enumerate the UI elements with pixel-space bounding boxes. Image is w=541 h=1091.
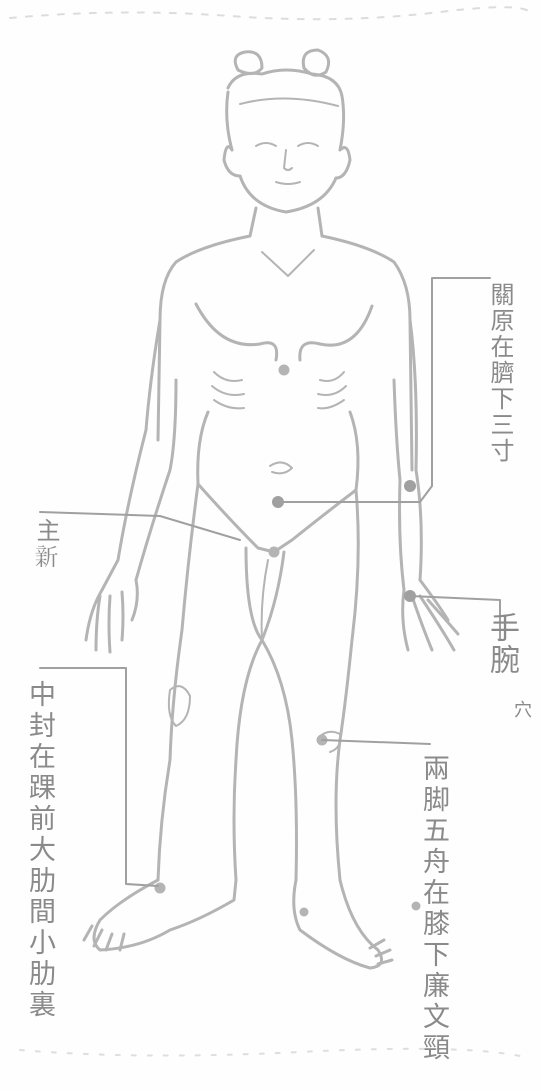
head: [224, 50, 350, 212]
label-guanyuan: 關原在臍下三寸: [488, 282, 512, 464]
label-shouwan: 手腕: [486, 612, 516, 676]
label-zhuzhi: 主𣂺: [34, 518, 58, 570]
label-zhongfeng: 中封在踝前大肋間小肋裏: [26, 680, 53, 1021]
legs: [84, 484, 419, 968]
label-shouwan-small: 穴: [512, 700, 530, 720]
label-liangjiao: 兩脚五舟在膝下廉文頸: [420, 754, 447, 1064]
arms: [86, 320, 458, 652]
